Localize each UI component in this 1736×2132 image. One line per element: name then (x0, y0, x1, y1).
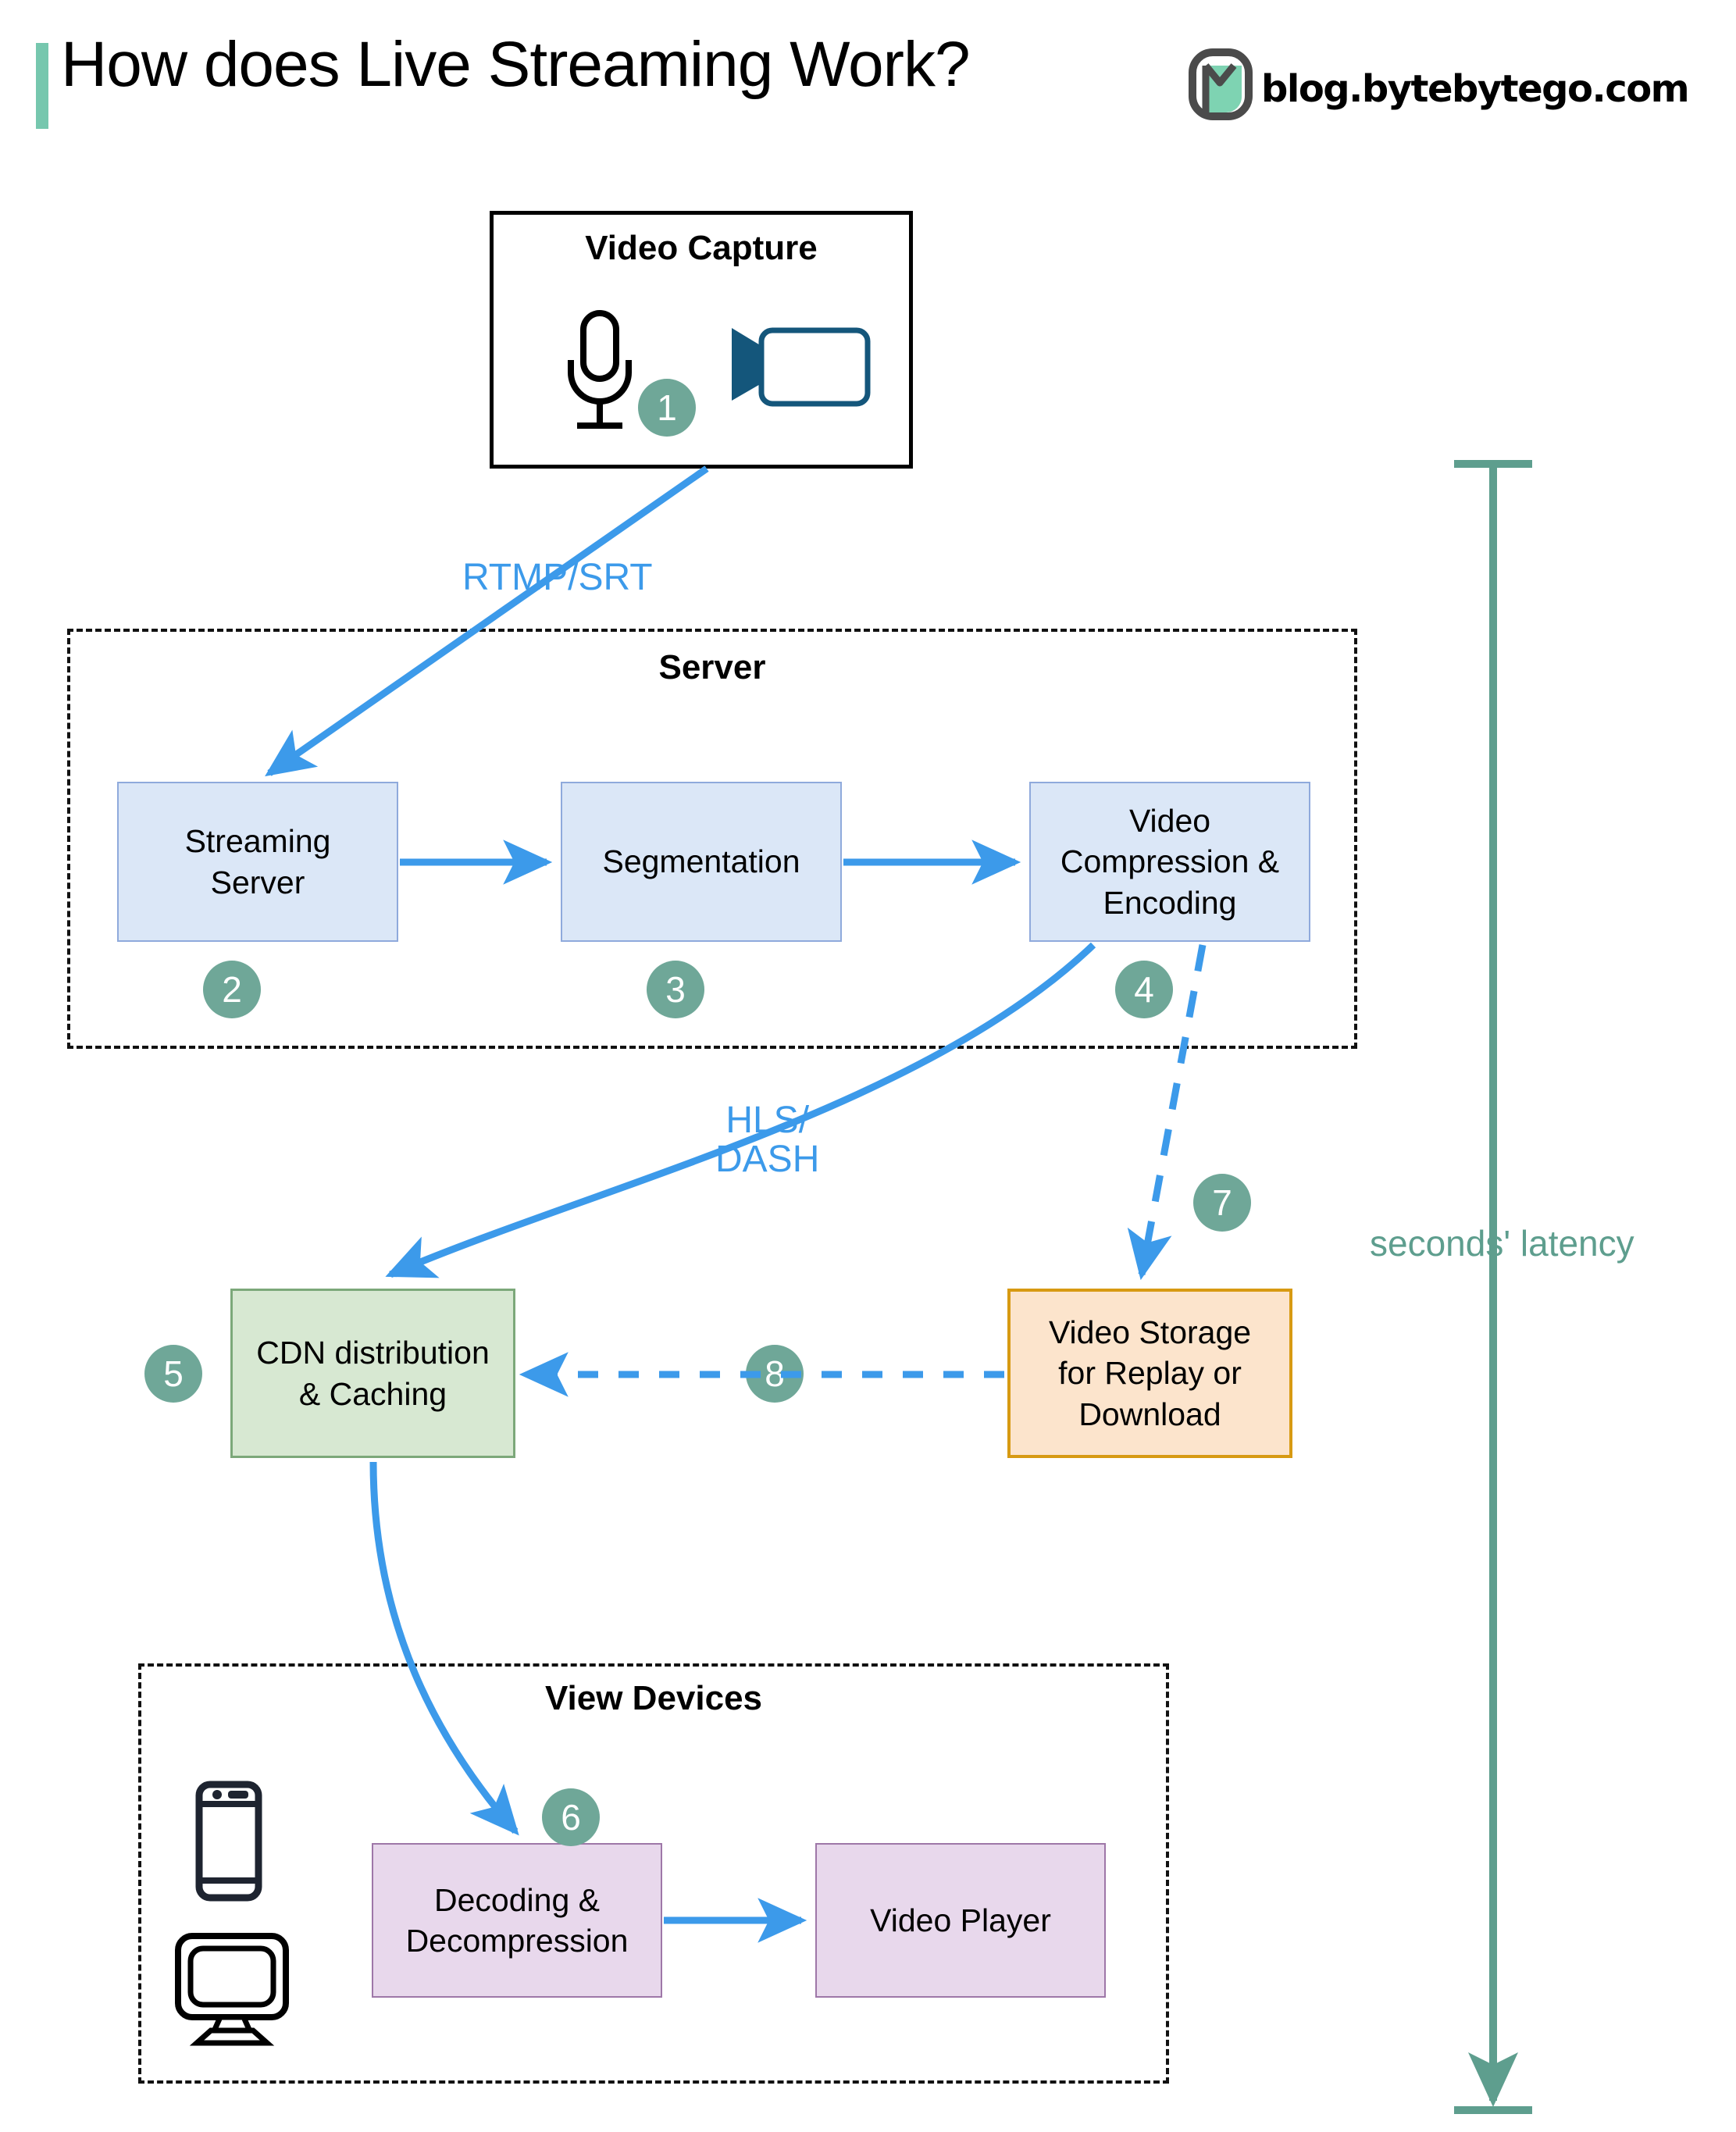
step-badge-5-label: 5 (163, 1353, 184, 1394)
node-streaming-server-label: Streaming Server (184, 823, 331, 900)
node-segmentation[interactable]: Segmentation (561, 782, 842, 942)
step-badge-6-label: 6 (561, 1797, 581, 1838)
step-badge-1: 1 (638, 379, 696, 437)
node-video-player[interactable]: Video Player (815, 1843, 1106, 1998)
connector-label-hls-dash: HLS/ DASH (715, 1100, 820, 1181)
node-cdn-distribution-label: CDN distribution & Caching (256, 1335, 490, 1412)
step-badge-3: 3 (647, 961, 704, 1018)
latency-annotation-label: seconds' latency (1370, 1223, 1634, 1264)
title-accent-bar (36, 43, 48, 129)
microphone-icon (557, 308, 643, 433)
node-video-storage-label: Video Storage for Replay or Download (1048, 1314, 1252, 1432)
step-badge-2: 2 (203, 961, 261, 1018)
node-segmentation-label: Segmentation (602, 843, 800, 880)
node-decoding[interactable]: Decoding & Decompression (372, 1843, 662, 1998)
step-badge-3-label: 3 (665, 969, 686, 1010)
step-badge-2-label: 2 (222, 969, 242, 1010)
step-badge-4: 4 (1115, 961, 1173, 1018)
server-title: Server (658, 648, 766, 686)
view-devices-title: View Devices (544, 1679, 763, 1717)
step-badge-5: 5 (144, 1345, 202, 1403)
node-video-storage[interactable]: Video Storage for Replay or Download (1007, 1289, 1292, 1458)
node-video-player-label: Video Player (870, 1902, 1051, 1938)
step-badge-8-label: 8 (765, 1353, 785, 1394)
step-badge-7-label: 7 (1212, 1182, 1232, 1223)
node-decoding-label: Decoding & Decompression (405, 1881, 629, 1959)
page-title: How does Live Streaming Work? (61, 29, 971, 100)
step-badge-8: 8 (746, 1345, 804, 1403)
node-streaming-server[interactable]: Streaming Server (117, 782, 398, 942)
step-badge-7: 7 (1193, 1174, 1251, 1232)
node-video-compression[interactable]: Video Compression & Encoding (1029, 782, 1310, 942)
bytebytego-logo-icon (1189, 48, 1253, 120)
desktop-monitor-icon (173, 1933, 291, 2046)
connector-label-rtmp-srt: RTMP/SRT (462, 557, 653, 598)
node-video-compression-label: Video Compression & Encoding (1060, 802, 1280, 921)
view-devices-container (138, 1663, 1169, 2084)
step-badge-1-label: 1 (657, 387, 677, 428)
mobile-phone-icon (194, 1781, 264, 1902)
step-badge-4-label: 4 (1134, 969, 1154, 1010)
brand-url: blog.bytebytego.com (1261, 67, 1690, 111)
video-camera-icon (716, 324, 872, 410)
video-capture-title: Video Capture (585, 229, 818, 267)
step-badge-6: 6 (542, 1788, 600, 1846)
node-cdn-distribution[interactable]: CDN distribution & Caching (230, 1289, 515, 1458)
